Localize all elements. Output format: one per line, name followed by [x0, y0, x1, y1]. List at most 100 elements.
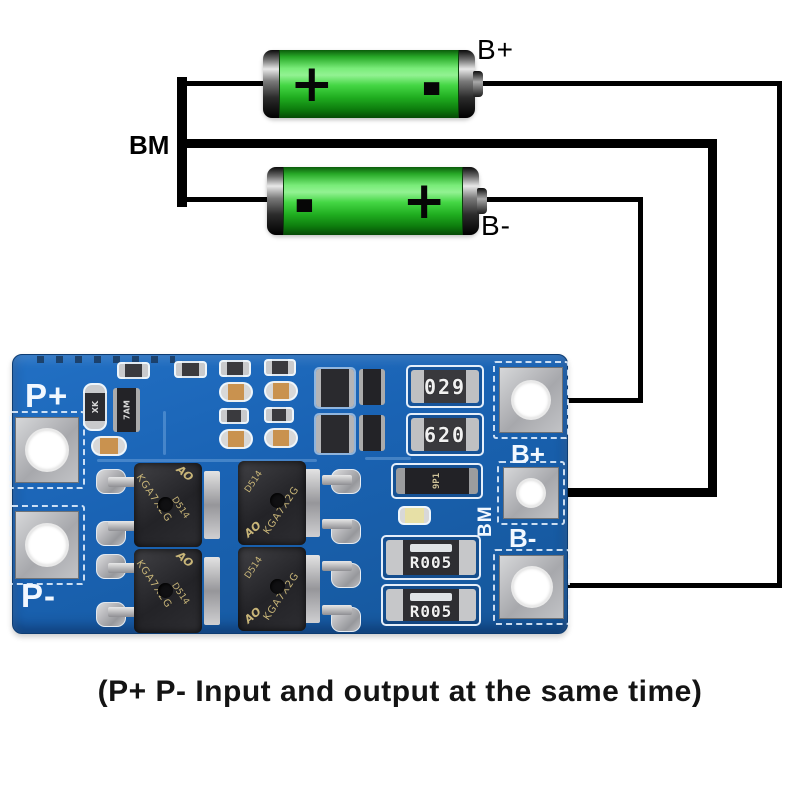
- mosfet-lead: [322, 561, 352, 571]
- battery-terminal-nub: [473, 71, 483, 97]
- shunt-marking: R005: [409, 553, 453, 572]
- smd-marking: 7AM: [122, 400, 131, 420]
- mosfet-dot: [158, 583, 173, 598]
- mosfet-lead: [322, 475, 352, 485]
- smd-ic: [316, 369, 354, 407]
- shunt-reflection: [410, 544, 452, 552]
- smd-cap: [91, 436, 127, 456]
- label-b-minus: B-: [481, 210, 511, 241]
- diode-9p1: 9P1: [391, 463, 483, 499]
- battery-plus-symbol: +: [290, 54, 334, 114]
- label-b-plus: B+: [477, 34, 515, 65]
- mosfet-dot: [270, 493, 285, 508]
- smd-resv: XK: [83, 383, 107, 431]
- mosfet-tab: [304, 555, 320, 623]
- pad-bm: [497, 461, 565, 525]
- caption-text: (P+ P- Input and output at the same time…: [97, 675, 703, 708]
- pad-p-plus: [9, 411, 85, 489]
- battery-body: + -: [280, 39, 458, 129]
- shunt-marking: R005: [409, 602, 453, 621]
- sense-resistor-620: 620: [406, 413, 484, 456]
- label-bm: BM: [129, 130, 170, 160]
- battery-cap: [263, 50, 280, 118]
- battery-minus-symbol: -: [421, 31, 442, 137]
- resistor-marking: 620: [423, 422, 467, 447]
- wire-bminus-vertical: [777, 81, 782, 588]
- sense-resistor-029: 029: [406, 365, 484, 408]
- pad-b-minus: [493, 549, 570, 625]
- mosfet-package: D514 KGA7X2G AO: [238, 461, 306, 545]
- wire-bm-horizontal: [181, 139, 717, 148]
- mosfet-bottom-right: D514 KGA7X2G AO: [238, 547, 352, 631]
- smd-sot: [359, 369, 385, 405]
- wire-bottom-battery-minus: [181, 197, 273, 202]
- battery-terminal-nub: [477, 188, 487, 214]
- smd-sot: [359, 415, 385, 451]
- wire-bm-vertical: [708, 139, 717, 496]
- mosfet-tab: [304, 469, 320, 537]
- wire-bplus-to-pad: [558, 398, 643, 403]
- silk-tick-marks: [37, 356, 175, 363]
- mosfet-lead: [322, 605, 352, 615]
- mosfet-tab: [204, 557, 220, 625]
- wire-bm-to-pad: [554, 488, 717, 497]
- smd-res: [174, 361, 207, 378]
- pad-p-minus: [9, 505, 85, 585]
- mosfet-dot: [158, 497, 173, 512]
- smd-cap: [264, 428, 298, 448]
- resistor-marking: 029: [423, 374, 467, 399]
- silk-b-minus: B-: [509, 523, 537, 553]
- pcb-trace: [365, 457, 411, 460]
- mosfet-logo: AO: [241, 518, 264, 541]
- pcb-trace: [163, 411, 166, 455]
- mosfet-logo: AO: [241, 604, 264, 627]
- smd-cap: [264, 381, 298, 401]
- mosfet-lead: [108, 521, 138, 531]
- wire-bplus-horizontal: [477, 197, 643, 202]
- wire-top-battery-plus: [181, 81, 267, 86]
- mosfet-logo: AO: [173, 463, 196, 485]
- mosfet-lead: [108, 607, 138, 617]
- smd-res: [219, 408, 249, 424]
- pcb-trace: [97, 459, 317, 462]
- mosfet-top-left: AO KGA7X2G D514: [108, 463, 222, 547]
- mosfet-marking: KGA7X2G: [261, 570, 302, 623]
- battery-cap: [462, 167, 479, 235]
- smd-led: [398, 506, 431, 525]
- smd-ic: [316, 415, 354, 453]
- battery-body: - +: [284, 156, 462, 246]
- battery-cell-bottom: - +: [267, 156, 487, 246]
- mosfet-lead: [108, 477, 138, 487]
- mosfet-package: D514 KGA7X2G AO: [238, 547, 306, 631]
- wire-bplus-vertical: [638, 197, 643, 403]
- pad-b-plus: [493, 361, 569, 439]
- shunt-resistor-r005-bottom: R005: [381, 584, 481, 626]
- shunt-resistor-r005-top: R005: [381, 535, 481, 580]
- wire-bminus-horizontal: [474, 81, 782, 86]
- mosfet-marking: D514: [243, 469, 265, 495]
- smd-cap: [219, 382, 253, 402]
- mosfet-lead: [322, 519, 352, 529]
- smd-res: [219, 360, 251, 377]
- smd-res: [117, 362, 150, 379]
- bms-protection-board: P+ P- B+ BM B- 029 620 9P1 R005 R005 XK: [9, 354, 570, 634]
- silk-b-plus: B+: [511, 439, 545, 469]
- mosfet-lead: [108, 563, 138, 573]
- mosfet-top-right: D514 KGA7X2G AO: [238, 461, 352, 545]
- smd-res: [264, 359, 296, 376]
- mosfet-logo: AO: [173, 549, 196, 571]
- smd-sot: 7AM: [113, 388, 140, 432]
- mosfet-marking: KGA7X2G: [261, 484, 302, 537]
- battery-minus-symbol: -: [294, 148, 315, 254]
- mosfet-package: AO KGA7X2G D514: [134, 463, 202, 547]
- battery-cell-top: + -: [263, 39, 483, 129]
- battery-plus-symbol: +: [402, 171, 446, 231]
- battery-cap: [458, 50, 475, 118]
- silk-p-plus: P+: [25, 377, 69, 414]
- battery-cap: [267, 167, 284, 235]
- diode-marking: 9P1: [431, 472, 442, 490]
- silk-bm: BM: [475, 505, 496, 537]
- wire-bminus-to-pad: [556, 583, 782, 588]
- mosfet-bottom-left: AO KGA7X2G D514: [108, 549, 222, 633]
